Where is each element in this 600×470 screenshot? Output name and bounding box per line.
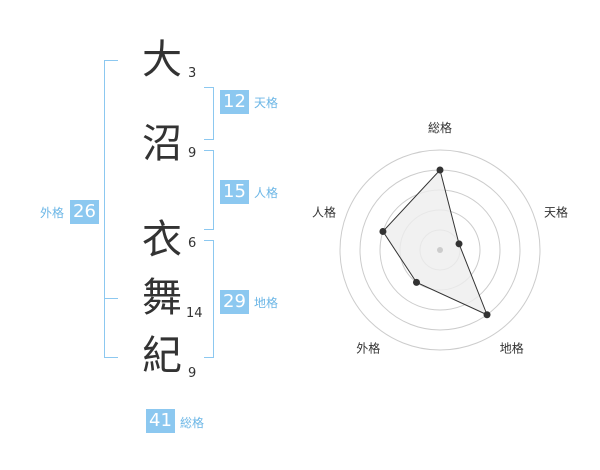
gaikaku-bracket-tick — [104, 298, 118, 299]
radar-center-dot — [437, 247, 443, 253]
jinkaku-bracket — [204, 150, 214, 230]
gaikaku-label: 外格 — [40, 206, 65, 220]
radar-ring-5 — [339, 149, 541, 351]
radar-ring-1 — [419, 229, 461, 271]
stroke-count-3: 6 — [188, 236, 197, 251]
radar-axis-label-3: 地格 — [500, 341, 524, 356]
jinkaku-badge: 15 — [220, 180, 249, 204]
radar-axis-label-1: 総格 — [428, 120, 452, 135]
chikaku-bracket — [204, 240, 214, 358]
radar-ring-4 — [359, 169, 521, 331]
chikaku-badge: 29 — [220, 290, 249, 314]
chikaku-label: 地格 — [254, 296, 279, 310]
jinkaku-label: 人格 — [254, 186, 279, 200]
radar-point-2 — [455, 240, 463, 248]
radar-point-1 — [436, 166, 444, 174]
radar-ring-3 — [379, 189, 501, 311]
soukaku-label: 総格 — [180, 416, 205, 430]
tenkaku-badge: 12 — [220, 90, 249, 114]
name-char-4: 舞 — [142, 275, 182, 321]
stroke-count-2: 9 — [188, 146, 197, 161]
radar-axis-label-2: 天格 — [544, 204, 568, 219]
name-char-3: 衣 — [142, 217, 182, 263]
radar-polygon — [382, 168, 488, 316]
name-char-1: 大 — [142, 37, 182, 83]
radar-ring-2 — [399, 209, 481, 291]
radar-point-3 — [483, 311, 491, 319]
radar-point-4 — [412, 278, 420, 286]
stroke-count-1: 3 — [188, 66, 197, 81]
stroke-count-5: 9 — [188, 366, 197, 381]
radar-axis-label-5: 人格 — [312, 204, 336, 219]
stroke-count-4: 14 — [186, 306, 203, 321]
soukaku-badge: 41 — [146, 409, 175, 433]
name-char-2: 沼 — [142, 121, 182, 167]
gaikaku-badge: 26 — [70, 200, 99, 224]
tenkaku-label: 天格 — [254, 96, 279, 110]
radar-axis-label-4: 外格 — [356, 341, 380, 356]
gaikaku-bracket — [104, 60, 118, 358]
radar-point-5 — [379, 227, 387, 235]
name-char-5: 紀 — [142, 333, 182, 379]
tenkaku-bracket — [204, 87, 214, 140]
